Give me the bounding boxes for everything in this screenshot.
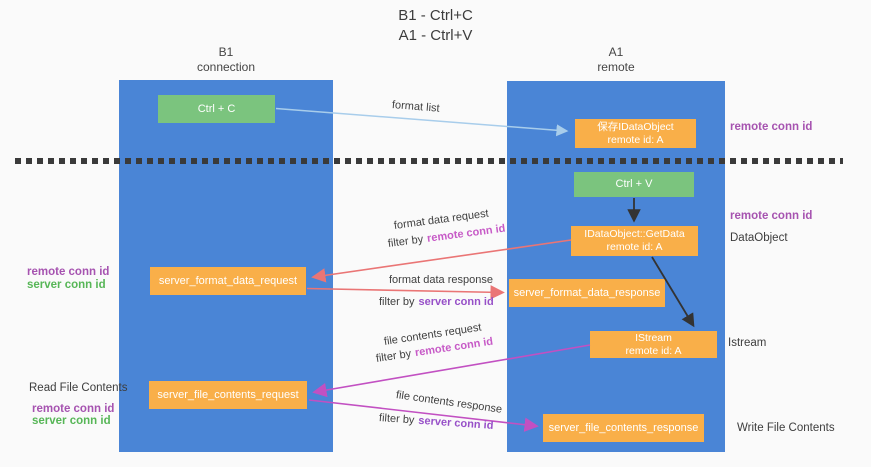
istream-line1: IStream [635,331,672,344]
getdata-line1: IDataObject::GetData [584,228,685,240]
node-server-file-contents-request: server_file_contents_request [149,381,307,409]
node-server-file-contents-response: server_file_contents_response [543,414,704,442]
save-dataobject-line2: remote id: A [607,133,664,146]
filter-by-text: filter by [379,296,415,308]
annotation-dataobject: DataObject [730,232,788,244]
annotation-read-file-contents: Read File Contents [29,382,128,394]
node-ctrl-c: Ctrl + C [158,95,275,123]
arrow-format-data-response [306,285,505,300]
label-format-data-response: format data response [389,274,493,286]
node-istream: IStream remote id: A [590,331,717,358]
annotation-write-file-contents: Write File Contents [737,422,835,434]
server-conn-id-text: server conn id [418,296,494,308]
filter-by-text: filter by [375,347,412,365]
server-format-data-request-label: server_format_data_request [158,274,298,287]
node-ctrl-v: Ctrl + V [574,172,694,197]
ctrl-c-label: Ctrl + C [197,102,236,115]
istream-line2: remote id: A [625,344,682,357]
lane-left-subtitle: connection [196,60,256,74]
server-file-contents-request-label: server_file_contents_request [157,388,299,401]
separator-dashed-line [15,158,843,164]
title-line-2: A1 - Ctrl+V [398,27,473,44]
server-conn-id-text: server conn id [417,414,494,432]
label-filter-by-server-2: filter by server conn id [379,412,494,432]
filter-by-text: filter by [387,233,424,250]
node-server-format-data-response: server_format_data_response [509,279,665,307]
lane-right-subtitle: remote [597,60,635,74]
title-line-1: B1 - Ctrl+C [398,7,473,24]
save-dataobject-line1: 保存IDataObject [597,120,674,133]
node-server-format-data-request: server_format_data_request [150,267,306,295]
node-save-dataobject: 保存IDataObject remote id: A [575,119,696,148]
annotation-istream: Istream [728,337,767,349]
filter-by-text: filter by [378,412,415,427]
label-format-list: format list [391,99,441,115]
getdata-line2: remote id: A [606,241,663,253]
annotation-remote-conn-id-2: remote conn id [730,210,813,222]
ctrl-v-label: Ctrl + V [615,178,653,190]
server-format-data-response-label: server_format_data_response [513,286,661,299]
lane-left-name: B1 [218,45,234,59]
label-filter-by-server-1: filter by server conn id [379,296,494,308]
annotation-left-remote-conn-id-1: remote conn id [27,266,110,278]
annotation-remote-conn-id-1: remote conn id [730,121,813,133]
annotation-left-remote-conn-id-2: remote conn id [32,403,115,415]
node-idataobject-getdata: IDataObject::GetData remote id: A [571,226,698,256]
lane-header-right: A1 remote [507,45,725,75]
annotation-left-server-conn-id-2: server conn id [32,415,111,427]
server-file-contents-response-label: server_file_contents_response [548,421,699,434]
label-file-contents-response: file contents response [395,389,503,416]
lane-header-left: B1 connection [119,45,333,75]
diagram-title: B1 - Ctrl+C A1 - Ctrl+V [0,6,871,46]
lane-right-name: A1 [608,45,624,59]
annotation-left-server-conn-id-1: server conn id [27,279,106,291]
